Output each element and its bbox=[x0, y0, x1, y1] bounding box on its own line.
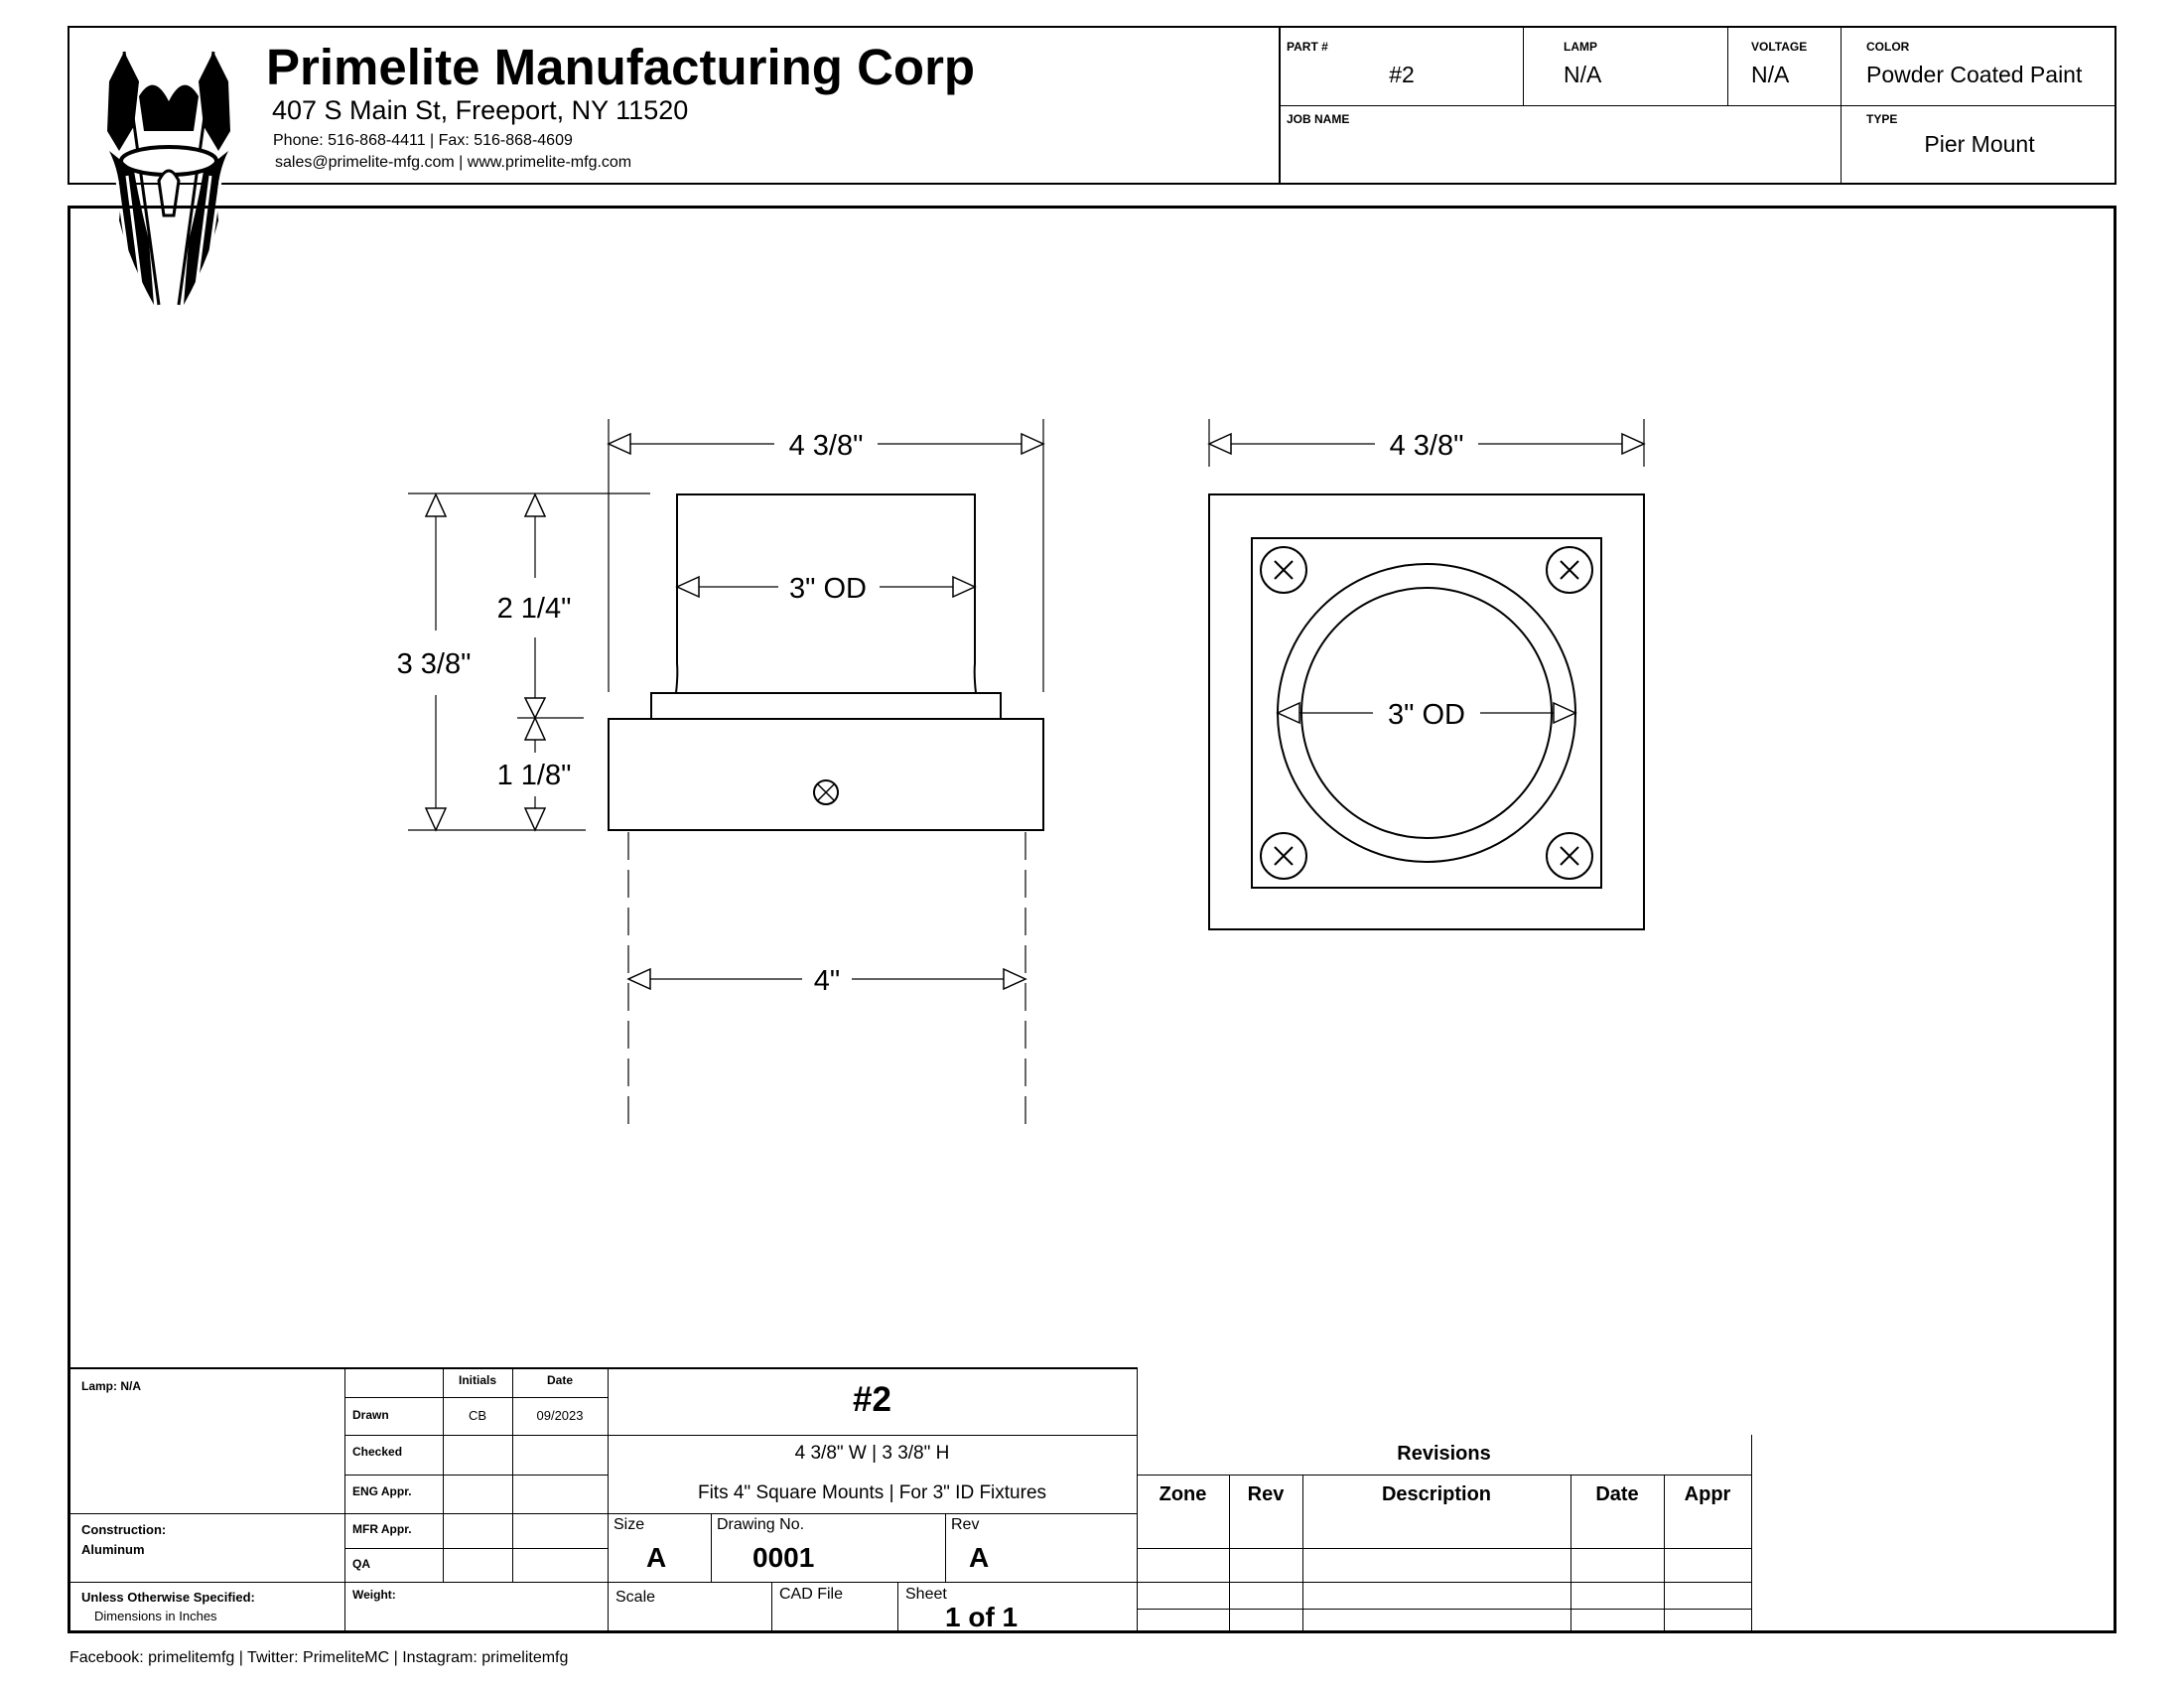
rev-line bbox=[1137, 1548, 1751, 1549]
company-phone: Phone: 516-868-4411 | Fax: 516-868-4609 bbox=[273, 132, 573, 149]
tb-lamp: Lamp: N/A bbox=[81, 1379, 141, 1393]
tb-line bbox=[1137, 1367, 1138, 1631]
company-web: sales@primelite-mfg.com | www.primelite-… bbox=[275, 154, 632, 171]
tb-line bbox=[608, 1367, 609, 1631]
dim-side-bottom-width: 4" bbox=[814, 965, 840, 997]
job-name-label: JOB NAME bbox=[1287, 112, 1350, 126]
header-frame bbox=[68, 26, 2116, 185]
tb-line bbox=[344, 1475, 608, 1476]
revisions-title: Revisions bbox=[1397, 1443, 1491, 1465]
dim-side-overall-height: 3 3/8" bbox=[397, 648, 472, 680]
tb-desc-1: 4 3/8" W | 3 3/8" H bbox=[794, 1443, 950, 1464]
tb-line bbox=[344, 1435, 1137, 1436]
tb-weight-label: Weight: bbox=[352, 1588, 396, 1602]
rev-col-zone: Zone bbox=[1159, 1483, 1207, 1505]
tb-size-label: Size bbox=[614, 1516, 645, 1533]
dim-side-lower-height: 1 1/8" bbox=[497, 760, 572, 791]
tb-construction-label: Construction: bbox=[81, 1522, 167, 1537]
tb-row-drawn-date: 09/2023 bbox=[536, 1408, 584, 1423]
rev-line bbox=[1137, 1582, 1751, 1583]
tb-col-initials: Initials bbox=[458, 1373, 496, 1387]
tb-row-eng-label: ENG Appr. bbox=[352, 1484, 412, 1498]
rev-line bbox=[1229, 1475, 1230, 1631]
tb-part-title: #2 bbox=[853, 1380, 891, 1419]
tb-row-drawn-label: Drawn bbox=[352, 1408, 389, 1422]
voltage-label: VOLTAGE bbox=[1751, 40, 1808, 54]
tb-top-line bbox=[69, 1367, 1138, 1369]
rev-line bbox=[1137, 1475, 1751, 1476]
tb-cad-label: CAD File bbox=[779, 1586, 844, 1603]
tb-line bbox=[711, 1513, 712, 1582]
tb-rev-label: Rev bbox=[951, 1516, 980, 1533]
tb-line bbox=[344, 1367, 345, 1631]
tb-row-qa-label: QA bbox=[352, 1557, 370, 1571]
rev-line bbox=[1751, 1435, 1752, 1631]
dim-side-tube-od: 3" OD bbox=[789, 573, 867, 605]
company-address: 407 S Main St, Freeport, NY 11520 bbox=[272, 95, 689, 125]
dim-side-upper-height: 2 1/4" bbox=[497, 593, 572, 625]
dim-side-overall-width: 4 3/8" bbox=[789, 430, 864, 462]
tb-line bbox=[771, 1582, 772, 1631]
tb-line bbox=[344, 1548, 608, 1549]
lamp-value: N/A bbox=[1564, 62, 1602, 87]
voltage-value: N/A bbox=[1751, 62, 1790, 87]
tb-drawing-no-label: Drawing No. bbox=[717, 1516, 805, 1533]
tb-row-mfr-label: MFR Appr. bbox=[352, 1522, 412, 1536]
tb-scale-label: Scale bbox=[615, 1589, 656, 1606]
rev-line bbox=[1302, 1475, 1303, 1631]
tb-construction-value: Aluminum bbox=[81, 1542, 145, 1557]
type-value: Pier Mount bbox=[1924, 131, 2035, 157]
tb-col-date: Date bbox=[546, 1373, 573, 1387]
header-col-line bbox=[1523, 26, 1524, 105]
tb-rev-value: A bbox=[969, 1542, 990, 1573]
tb-row-drawn-initials: CB bbox=[468, 1408, 487, 1423]
rev-line bbox=[1137, 1609, 1751, 1610]
tb-desc-2: Fits 4" Square Mounts | For 3" ID Fixtur… bbox=[697, 1482, 1047, 1503]
header-col-line bbox=[1727, 26, 1728, 105]
tb-drawing-no-value: 0001 bbox=[752, 1542, 815, 1573]
color-label: COLOR bbox=[1866, 40, 1910, 54]
lamp-label: LAMP bbox=[1564, 40, 1597, 54]
tb-line bbox=[69, 1582, 1137, 1583]
rev-col-description: Description bbox=[1381, 1483, 1492, 1505]
header-col-line bbox=[1841, 26, 1842, 185]
type-label: TYPE bbox=[1866, 112, 1898, 126]
tb-unless-value: Dimensions in Inches bbox=[94, 1609, 217, 1623]
rev-col-date: Date bbox=[1595, 1483, 1639, 1505]
drawing-frame bbox=[68, 206, 2116, 1633]
dim-top-overall-width: 4 3/8" bbox=[1390, 430, 1464, 462]
header-row-divider bbox=[1279, 105, 2116, 106]
tb-line bbox=[69, 1513, 1137, 1514]
dim-top-tube-od: 3" OD bbox=[1388, 699, 1465, 731]
tb-unless-label: Unless Otherwise Specified: bbox=[81, 1590, 255, 1605]
tb-row-checked-label: Checked bbox=[352, 1445, 403, 1459]
social-footer: Facebook: primelitemfg | Twitter: Primel… bbox=[69, 1649, 569, 1666]
rev-col-appr: Appr bbox=[1684, 1483, 1731, 1505]
rev-line bbox=[1570, 1475, 1571, 1631]
tb-line bbox=[945, 1513, 946, 1582]
rev-col-rev: Rev bbox=[1247, 1483, 1285, 1505]
tb-line bbox=[897, 1582, 898, 1631]
company-name: Primelite Manufacturing Corp bbox=[266, 39, 976, 95]
part-value: #2 bbox=[1389, 62, 1415, 87]
tb-size-value: A bbox=[646, 1542, 667, 1573]
rev-line bbox=[1664, 1475, 1665, 1631]
tb-line bbox=[344, 1397, 608, 1398]
tb-sheet-label: Sheet bbox=[905, 1586, 947, 1603]
tb-sheet-value: 1 of 1 bbox=[945, 1602, 1019, 1632]
part-label: PART # bbox=[1287, 40, 1328, 54]
color-value: Powder Coated Paint bbox=[1866, 62, 2083, 87]
company-logo bbox=[107, 51, 230, 306]
